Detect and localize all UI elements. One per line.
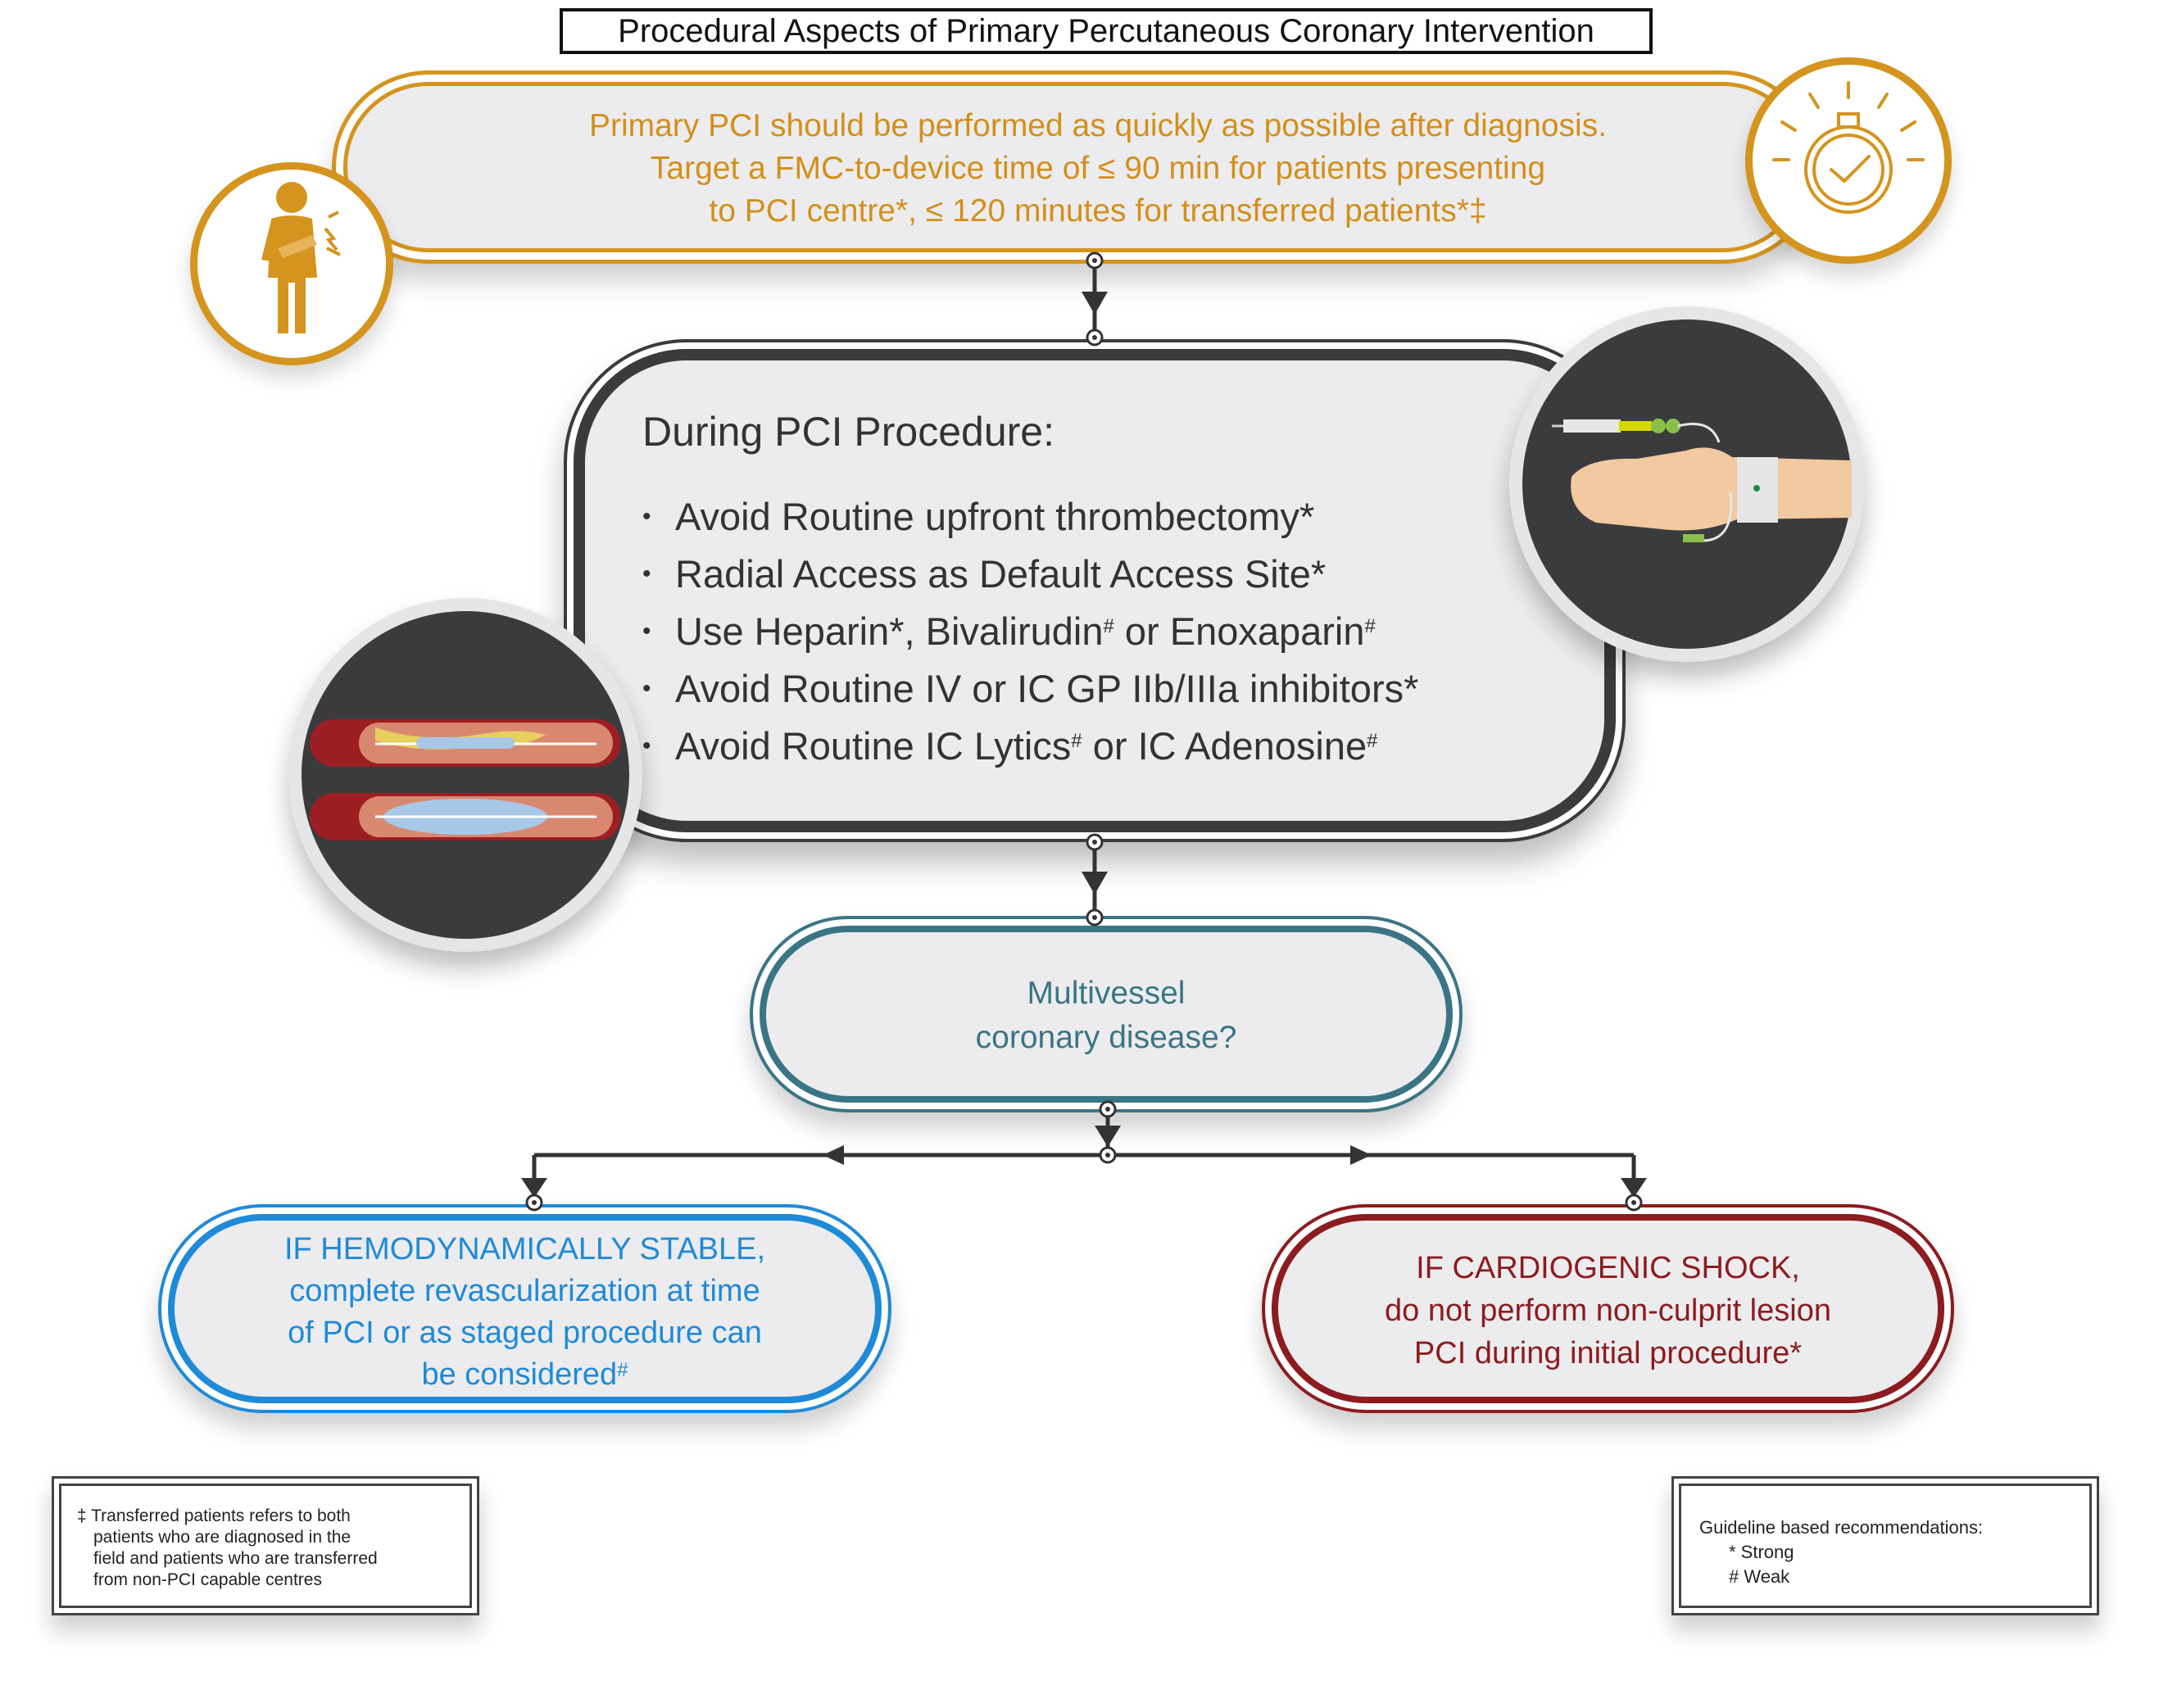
stable-line-3: of PCI or as staged procedure can	[288, 1316, 762, 1350]
legend-strong: * Strong	[1729, 1542, 1794, 1562]
decision-box	[750, 916, 1463, 1112]
procedure-item: •Avoid Routine IV or IC GP IIb/IIIa inhi…	[642, 667, 1419, 710]
shock-line-3: PCI during initial procedure*	[1413, 1336, 1803, 1370]
procedure-list: •Avoid Routine upfront thrombectomy* •Ra…	[642, 488, 1418, 775]
footnote-line-1: ‡ Transferred patients refers to both	[77, 1506, 351, 1525]
shock-box	[1262, 1204, 1954, 1413]
shock-text: IF CARDIOGENIC SHOCK, do not perform non…	[1262, 1247, 1954, 1375]
legend-text: Guideline based recommendations: * Stron…	[1699, 1515, 1983, 1589]
stopwatch-icon	[1745, 57, 1952, 264]
footnote-line-2: patients who are diagnosed in the	[93, 1528, 351, 1547]
footnote-box	[52, 1476, 479, 1615]
stable-line-1: IF HEMODYNAMICALLY STABLE,	[283, 1232, 766, 1266]
diagram-title: Procedural Aspects of Primary Percutaneo…	[560, 8, 1653, 54]
procedure-item: •Avoid Routine IC Lytics# or IC Adenosin…	[642, 724, 1378, 768]
iv-syringe-hand-icon	[1509, 306, 1865, 662]
timing-line-2: Target a FMC-to-device time of ≤ 90 min …	[650, 151, 1546, 186]
timing-text: Primary PCI should be performed as quick…	[434, 105, 1762, 233]
legend-box	[1671, 1476, 2099, 1615]
timing-line-1: Primary PCI should be performed as quick…	[588, 108, 1608, 143]
procedure-box	[564, 339, 1626, 842]
stable-box	[158, 1204, 891, 1413]
stable-line-4: be considered#	[421, 1357, 628, 1392]
legend-heading: Guideline based recommendations:	[1699, 1517, 1984, 1538]
stable-line-2: complete revascularization at time	[289, 1274, 760, 1308]
decision-line-2: coronary disease?	[975, 1020, 1237, 1055]
footnote-line-3: field and patients who are transferred	[93, 1549, 378, 1568]
footnote-text: ‡ Transferred patients refers to both pa…	[77, 1506, 378, 1591]
procedure-item: •Avoid Routine upfront thrombectomy*	[642, 495, 1315, 538]
decision-text: Multivessel coronary disease?	[750, 972, 1463, 1060]
procedure-item: •Radial Access as Default Access Site*	[642, 552, 1327, 596]
stable-text: IF HEMODYNAMICALLY STABLE, complete reva…	[158, 1229, 891, 1396]
legend-weak: # Weak	[1729, 1566, 1790, 1587]
timing-line-3: to PCI centre*, ≤ 120 minutes for transf…	[709, 193, 1487, 229]
procedure-heading: During PCI Procedure:	[642, 409, 1055, 455]
decision-line-1: Multivessel	[1027, 976, 1186, 1011]
procedure-item: •Use Heparin*, Bivalirudin# or Enoxapari…	[642, 609, 1376, 653]
shock-line-2: do not perform non-culprit lesion	[1385, 1293, 1831, 1328]
shock-line-1: IF CARDIOGENIC SHOCK,	[1416, 1251, 1800, 1285]
footnote-line-4: from non-PCI capable centres	[93, 1570, 322, 1589]
person-chest-pain-icon	[190, 162, 393, 365]
timing-box	[332, 70, 1819, 264]
